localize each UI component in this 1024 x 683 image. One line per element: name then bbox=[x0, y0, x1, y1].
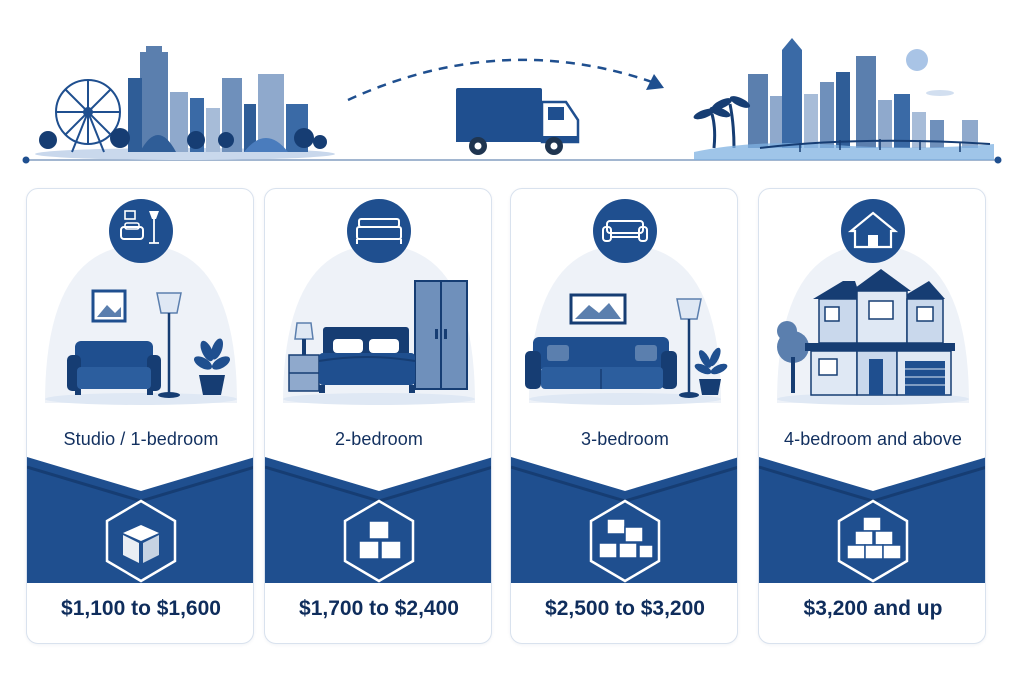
price-card-studio: Studio / 1-bedroom $1,100 to $1,600 bbox=[26, 188, 254, 644]
box-band bbox=[511, 457, 737, 583]
four-boxes-icon bbox=[589, 499, 661, 583]
price-range: $1,700 to $2,400 bbox=[299, 597, 459, 620]
six-boxes-icon bbox=[837, 499, 909, 583]
sofa-icon bbox=[593, 199, 657, 263]
armchair-lamp-icon bbox=[109, 199, 173, 263]
destination-city-skyline-icon bbox=[693, 38, 994, 160]
bedroom-label: 4-bedroom and above bbox=[783, 429, 963, 449]
two-bedroom-illustration bbox=[283, 199, 475, 405]
single-box-icon bbox=[105, 499, 177, 583]
box-band bbox=[27, 457, 253, 583]
three-bedroom-illustration bbox=[525, 199, 728, 405]
three-boxes-icon bbox=[343, 499, 415, 583]
box-band bbox=[759, 457, 985, 583]
price-range: $3,200 and up bbox=[803, 597, 943, 620]
bedroom-label: 3-bedroom bbox=[581, 429, 669, 449]
four-bedroom-illustration bbox=[777, 199, 969, 405]
studio-illustration bbox=[45, 199, 237, 405]
bedroom-label: Studio / 1-bedroom bbox=[63, 429, 219, 449]
price-range: $2,500 to $3,200 bbox=[545, 597, 705, 620]
bed-icon bbox=[347, 199, 411, 263]
box-band bbox=[265, 457, 491, 583]
price-cards: Studio / 1-bedroom $1,100 to $1,600 bbox=[0, 188, 1024, 648]
moving-truck-icon bbox=[456, 88, 580, 155]
price-card-3-bedroom: 3-bedroom $2,500 to $3,200 bbox=[510, 188, 738, 644]
bedroom-label: 2-bedroom bbox=[335, 429, 423, 449]
price-range: $1,100 to $1,600 bbox=[61, 597, 221, 620]
moving-banner bbox=[22, 38, 1002, 164]
price-card-2-bedroom: 2-bedroom $1,700 to $2,400 bbox=[264, 188, 492, 644]
price-card-4-bedroom: 4-bedroom and above $3,200 and up bbox=[758, 188, 986, 644]
origin-city-skyline-icon bbox=[35, 46, 335, 160]
house-icon bbox=[841, 199, 905, 263]
